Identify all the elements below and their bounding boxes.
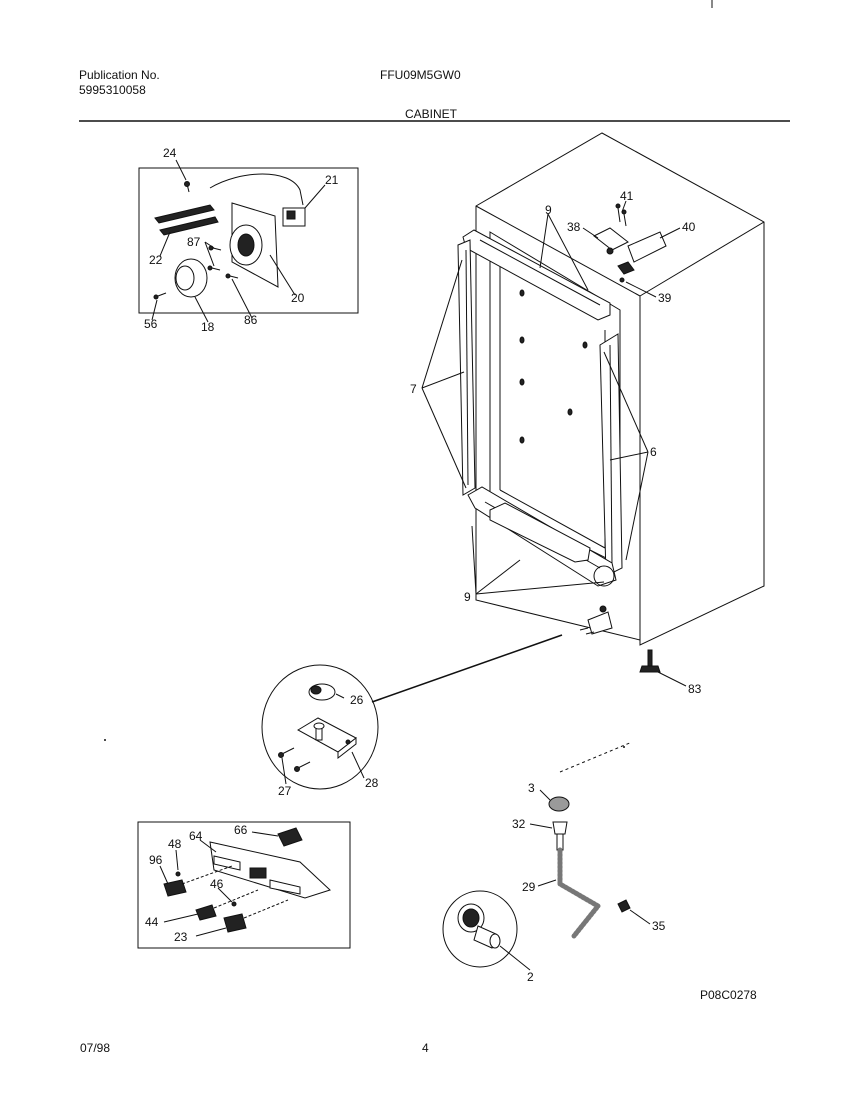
callout-23: 23 [174, 930, 188, 944]
stray-mark [623, 746, 625, 748]
callout-41: 41 [620, 189, 634, 203]
figure-code: P08C0278 [700, 988, 757, 1002]
callout-29: 29 [522, 880, 536, 894]
leveling-leg [639, 649, 687, 687]
callout-28: 28 [365, 776, 379, 790]
callout-27: 27 [278, 784, 292, 798]
inset-control-parts [137, 821, 351, 949]
callout-35: 35 [652, 919, 666, 933]
callout-3: 3 [528, 781, 535, 795]
callout-39: 39 [658, 291, 672, 305]
model-number: FFU09M5GW0 [380, 68, 461, 82]
cabinet-leaders [421, 200, 681, 595]
callout-18: 18 [201, 320, 215, 334]
callout-40: 40 [682, 220, 696, 234]
callout-2: 2 [527, 970, 534, 984]
callout-86: 86 [244, 313, 258, 327]
callout-7: 7 [410, 382, 417, 396]
callout-9-bottom: 9 [464, 590, 471, 604]
callout-46: 46 [210, 877, 224, 891]
callout-26: 26 [350, 693, 364, 707]
cabinet-body [457, 132, 765, 646]
callout-24: 24 [163, 146, 177, 160]
callout-48: 48 [168, 837, 182, 851]
inset-light-assembly [138, 159, 359, 323]
hinge-assembly [593, 203, 667, 283]
publication-number: 5995310058 [79, 83, 146, 97]
callout-20: 20 [291, 291, 305, 305]
callout-64: 64 [189, 829, 203, 843]
callout-83: 83 [688, 682, 702, 696]
callout-labels: 24 21 87 22 20 56 18 86 9 41 38 40 39 7 … [144, 146, 702, 984]
callout-44: 44 [145, 915, 159, 929]
callout-21: 21 [325, 173, 339, 187]
callout-38: 38 [567, 220, 581, 234]
callout-96: 96 [149, 853, 163, 867]
callout-87: 87 [187, 235, 201, 249]
callout-32: 32 [512, 817, 526, 831]
callout-66: 66 [234, 823, 248, 837]
stray-mark [104, 739, 106, 741]
page-number: 4 [422, 1041, 429, 1055]
callout-6: 6 [650, 445, 657, 459]
section-title: CABINET [405, 107, 458, 121]
callout-22: 22 [149, 253, 163, 267]
drain-assembly [442, 741, 651, 971]
callout-56: 56 [144, 317, 158, 331]
footer-date: 07/98 [80, 1041, 111, 1055]
inset-hinge-detail [261, 634, 563, 790]
callout-9-top: 9 [545, 203, 552, 217]
publication-label: Publication No. [79, 68, 160, 82]
